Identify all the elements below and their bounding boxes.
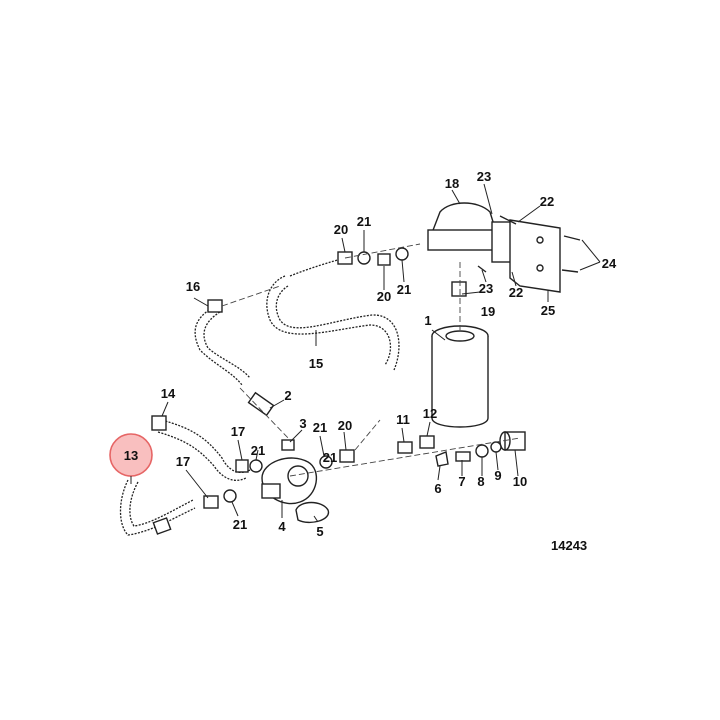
fitting-17[interactable] [235, 459, 249, 473]
fitting-11[interactable] [397, 441, 413, 454]
bolt-24[interactable] [561, 269, 579, 273]
callout-12[interactable]: 12 [423, 406, 437, 421]
bolt-24[interactable] [563, 235, 581, 241]
callout-20[interactable]: 20 [377, 289, 391, 304]
callout-21[interactable]: 21 [397, 282, 411, 297]
leader-lines [130, 183, 601, 523]
callout-20[interactable]: 20 [334, 222, 348, 237]
callout-21[interactable]: 21 [233, 517, 247, 532]
fitting-20[interactable] [377, 253, 391, 266]
callout-1[interactable]: 1 [424, 313, 431, 328]
callout-23[interactable]: 23 [477, 169, 491, 184]
gasket-5[interactable] [295, 501, 330, 524]
callout-24[interactable]: 24 [602, 256, 617, 271]
clamp-21[interactable] [223, 489, 237, 503]
spring-7[interactable] [455, 451, 471, 462]
assembly-line [221, 285, 281, 307]
callout-17[interactable]: 17 [176, 454, 190, 469]
callout-11[interactable]: 11 [396, 412, 410, 427]
clamp-21[interactable] [395, 247, 409, 261]
callout-7[interactable]: 7 [458, 474, 465, 489]
callout-18[interactable]: 18 [445, 176, 459, 191]
callout-22[interactable]: 22 [509, 285, 523, 300]
callout-9[interactable]: 9 [494, 468, 501, 483]
valve-6[interactable] [435, 451, 449, 467]
assembly-line [344, 243, 421, 259]
bolt-23[interactable] [477, 265, 487, 273]
callout-8[interactable]: 8 [477, 474, 484, 489]
fitting-20[interactable] [339, 449, 355, 463]
callout-21[interactable]: 21 [251, 443, 265, 458]
o-ring-8[interactable] [475, 444, 489, 458]
clamp-21[interactable] [319, 455, 333, 469]
fitting-17[interactable] [203, 495, 219, 509]
assembly-line [289, 437, 521, 477]
callout-16[interactable]: 16 [186, 279, 200, 294]
callout-20[interactable]: 20 [338, 418, 352, 433]
callout-23[interactable]: 23 [479, 281, 493, 296]
callout-19[interactable]: 19 [481, 304, 495, 319]
hose-13[interactable] [119, 479, 196, 536]
clamp-21[interactable] [249, 459, 263, 473]
callout-25[interactable]: 25 [541, 303, 555, 318]
callout-13[interactable]: 13 [124, 448, 138, 463]
callout-4[interactable]: 4 [278, 519, 286, 534]
adapter-housing-4[interactable] [261, 457, 318, 505]
callout-6[interactable]: 6 [434, 481, 441, 496]
oil-filter-1[interactable] [431, 325, 489, 428]
bracket-25[interactable] [509, 219, 561, 293]
fitting-2[interactable] [239, 387, 291, 441]
callout-21[interactable]: 21 [313, 420, 327, 435]
callout-14[interactable]: 14 [161, 386, 176, 401]
hose-15[interactable] [266, 257, 400, 371]
callout-21[interactable]: 21 [323, 450, 337, 465]
callout-10[interactable]: 10 [513, 474, 527, 489]
fitting-12[interactable] [419, 435, 435, 449]
washer-9[interactable] [490, 441, 502, 453]
callout-17[interactable]: 17 [231, 424, 245, 439]
callout-2[interactable]: 2 [284, 388, 291, 403]
callout-21[interactable]: 21 [357, 214, 371, 229]
callout-22[interactable]: 22 [540, 194, 554, 209]
callout-5[interactable]: 5 [316, 524, 323, 539]
fitting-19[interactable] [451, 262, 467, 330]
fitting-3[interactable] [281, 439, 295, 451]
filter-head-18[interactable] [427, 202, 515, 263]
diagram-code: 14243 [551, 538, 587, 553]
hose-16[interactable] [194, 299, 251, 386]
callout-15[interactable]: 15 [309, 356, 323, 371]
bolt-23[interactable] [499, 215, 517, 225]
assembly-line [354, 419, 381, 451]
callout-3[interactable]: 3 [299, 416, 306, 431]
